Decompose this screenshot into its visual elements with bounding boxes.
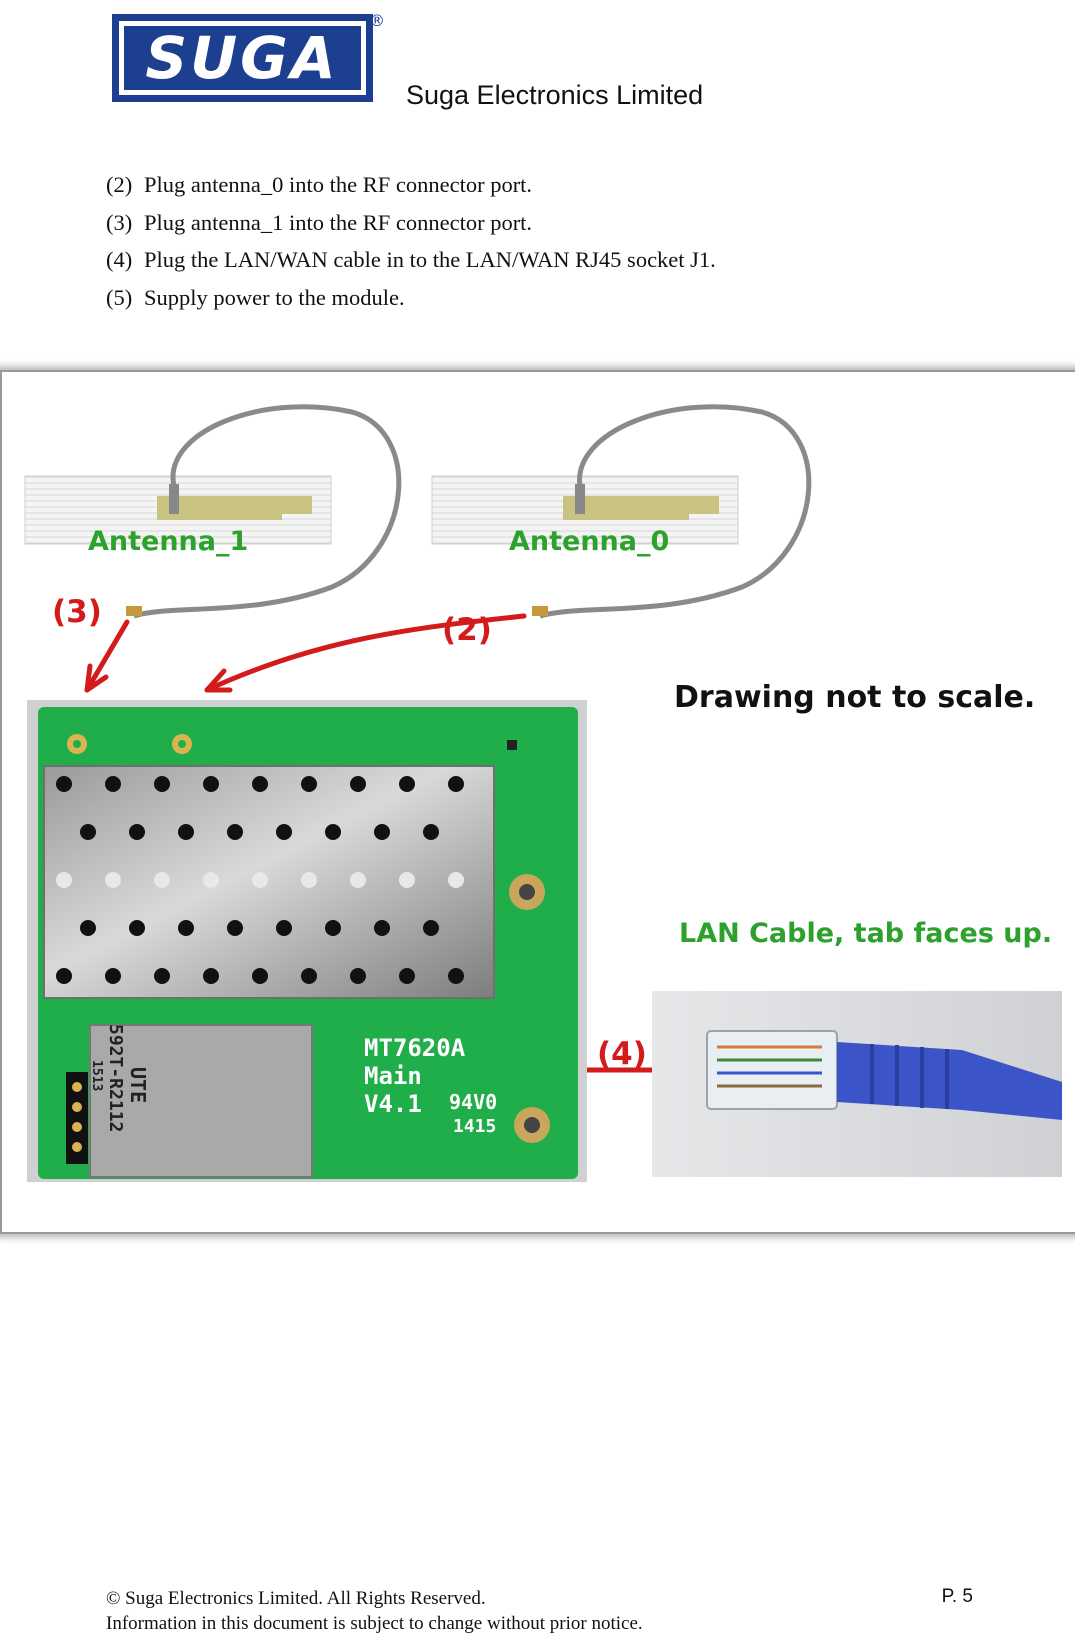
rj45-date-label: 1513 xyxy=(89,1060,104,1092)
step-2: (2)Plug antenna_0 into the RF connector … xyxy=(106,172,533,197)
shield-hole xyxy=(350,776,366,792)
page-number: P. 5 xyxy=(941,1586,973,1607)
shield-hole xyxy=(80,824,96,840)
callout-3: (3) xyxy=(52,594,102,630)
pcb-version-label: V4.1 xyxy=(364,1090,422,1118)
svg-text:SUGA: SUGA xyxy=(145,24,338,92)
pcb-module-image xyxy=(27,700,587,1182)
copyright-text: © Suga Electronics Limited. All Rights R… xyxy=(106,1588,486,1609)
shield-hole xyxy=(154,776,170,792)
shield-hole xyxy=(56,968,72,984)
shield-hole xyxy=(276,920,292,936)
shield-hole xyxy=(105,776,121,792)
assembly-figure: Antenna_1 Antenna_0 (3) (2) (4) Drawing … xyxy=(0,370,1075,1234)
shield-hole xyxy=(448,776,464,792)
lan-cable-image xyxy=(652,991,1062,1177)
shield-hole xyxy=(448,872,464,888)
shield-hole xyxy=(203,776,219,792)
shield-hole xyxy=(301,968,317,984)
antenna-1-label: Antenna_1 xyxy=(88,526,249,557)
step-5: (5)Supply power to the module. xyxy=(106,284,405,310)
shield-hole xyxy=(276,824,292,840)
shield-hole xyxy=(129,920,145,936)
shield-hole xyxy=(423,824,439,840)
shield-hole xyxy=(301,872,317,888)
shield-hole xyxy=(423,920,439,936)
shield-hole xyxy=(301,776,317,792)
shield-hole xyxy=(252,776,268,792)
shield-hole xyxy=(178,824,194,840)
step-4: (4)Plug the LAN/WAN cable in to the LAN/… xyxy=(106,247,716,272)
shield-hole xyxy=(252,968,268,984)
antenna-0-image xyxy=(431,404,812,619)
antenna-0-label: Antenna_0 xyxy=(509,526,670,557)
antenna-1-image xyxy=(24,404,402,619)
notice-text: Information in this document is subject … xyxy=(106,1613,643,1634)
pcb-main-label: Main xyxy=(364,1062,422,1090)
suga-logo: SUGA ® xyxy=(112,12,385,102)
footer-copyright-block: © Suga Electronics Limited. All Rights R… xyxy=(106,1586,643,1636)
shield-hole xyxy=(56,776,72,792)
callout-4: (4) xyxy=(597,1036,647,1072)
shield-hole xyxy=(80,920,96,936)
scale-note: Drawing not to scale. xyxy=(674,680,1036,715)
shield-hole xyxy=(399,968,415,984)
callout-2: (2) xyxy=(442,612,492,648)
instruction-steps: (2)Plug antenna_0 into the RF connector … xyxy=(106,166,716,316)
lan-cable-note: LAN Cable, tab faces up. xyxy=(679,918,1053,949)
rj45-brand-label: UTE xyxy=(126,1067,150,1104)
shield-hole xyxy=(374,920,390,936)
shield-hole xyxy=(448,968,464,984)
svg-text:®: ® xyxy=(369,12,385,30)
pcb-chip-label: MT7620A xyxy=(364,1034,466,1062)
pcb-code-label: 94V0 xyxy=(449,1090,498,1114)
shield-hole xyxy=(252,872,268,888)
shield-hole xyxy=(325,920,341,936)
shield-hole xyxy=(56,872,72,888)
shield-hole xyxy=(154,872,170,888)
shield-hole xyxy=(203,872,219,888)
pcb-date-label: 1415 xyxy=(453,1116,497,1137)
shield-hole xyxy=(325,824,341,840)
shield-hole xyxy=(227,824,243,840)
shield-hole xyxy=(350,968,366,984)
company-name: Suga Electronics Limited xyxy=(406,80,704,110)
shield-hole xyxy=(129,824,145,840)
shield-hole xyxy=(399,776,415,792)
rj45-part-label: 592T-R2112 xyxy=(105,1024,126,1133)
shield-hole xyxy=(178,920,194,936)
shield-hole xyxy=(350,872,366,888)
step-3: (3)Plug antenna_1 into the RF connector … xyxy=(106,209,533,235)
shield-hole xyxy=(105,968,121,984)
shield-hole xyxy=(154,968,170,984)
shield-hole xyxy=(203,968,219,984)
shield-hole xyxy=(227,920,243,936)
shield-hole xyxy=(374,824,390,840)
shield-hole xyxy=(105,872,121,888)
assembly-illustration xyxy=(24,404,1062,1182)
shield-hole xyxy=(399,872,415,888)
